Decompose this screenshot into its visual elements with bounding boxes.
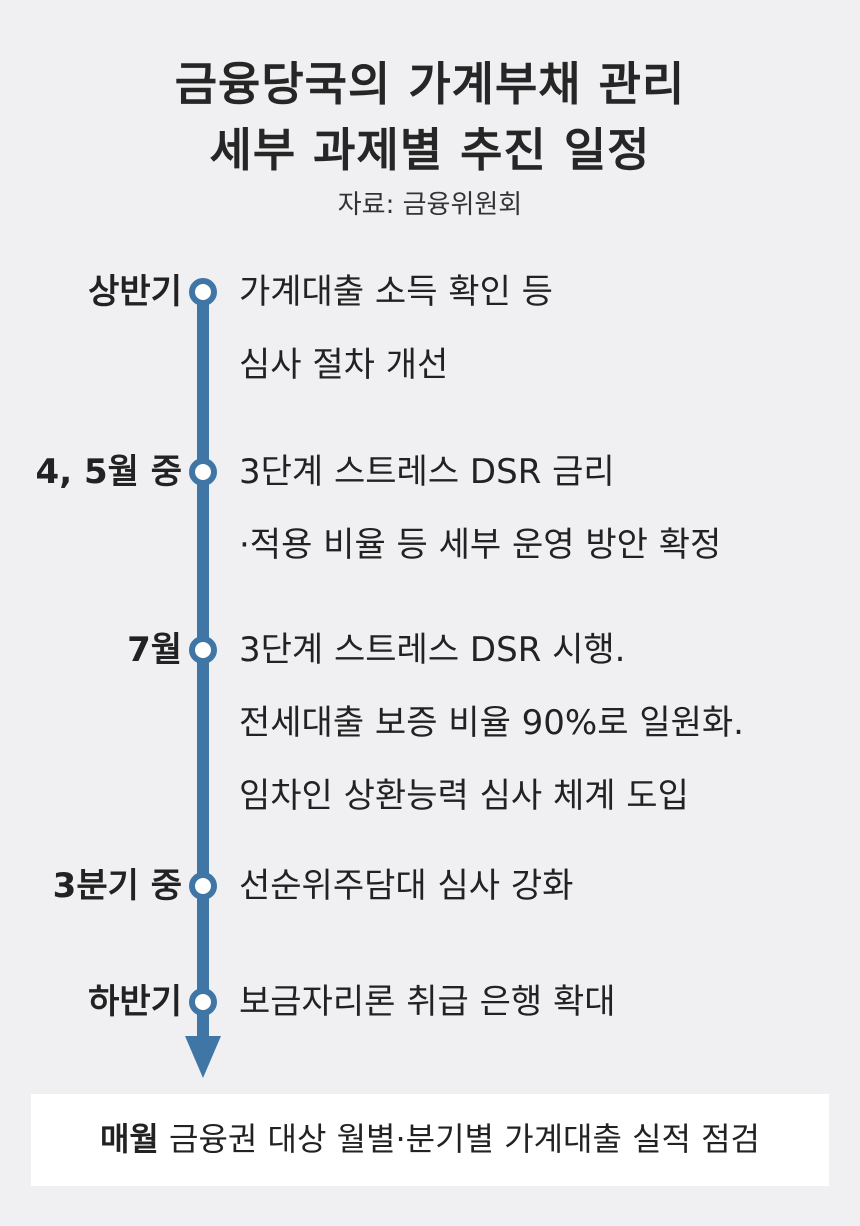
timeline-node <box>189 872 217 900</box>
monthly-description: 금융권 대상 월별·분기별 가계대출 실적 점검 <box>169 1120 760 1158</box>
event-description-line: 보금자리론 취급 은행 확대 <box>239 982 616 1022</box>
timeline-event-description: 선순위주담대 심사 강화 <box>239 866 573 906</box>
event-description-line: 선순위주담대 심사 강화 <box>239 866 574 906</box>
timeline-node <box>189 458 217 486</box>
event-description-line: 임차인 상환능력 심사 체계 도입 <box>239 776 689 816</box>
monthly-label: 매월 <box>99 1120 159 1158</box>
monthly-check-box: 매월 금융권 대상 월별·분기별 가계대출 실적 점검 <box>31 1094 829 1186</box>
event-description-line: ·적용 비율 등 세부 운영 방안 확정 <box>239 525 722 565</box>
chart-title-line-1: 금융당국의 가계부채 관리 <box>174 57 686 111</box>
timeline-node <box>189 988 217 1016</box>
timeline-arrowhead <box>185 1036 221 1078</box>
monthly-check-text: 매월 금융권 대상 월별·분기별 가계대출 실적 점검 <box>31 1119 829 1159</box>
source-caption: 자료: 금융위원회 <box>337 190 523 220</box>
event-description-line: 전세대출 보증 비율 90%로 일원화. <box>239 703 744 743</box>
timeline-node <box>189 636 217 664</box>
timeline-period-label: 3분기 중 <box>52 866 182 906</box>
timeline-event-description: 보금자리론 취급 은행 확대 <box>239 982 616 1022</box>
timeline-event-description: 3단계 스트레스 DSR 금리 ·적용 비율 등 세부 운영 방안 확정 <box>239 452 721 565</box>
event-description-line: 심사 절차 개선 <box>239 345 449 385</box>
timeline-event-description: 가계대출 소득 확인 등 심사 절차 개선 <box>239 272 553 385</box>
chart-title-line-2: 세부 과제별 추진 일정 <box>209 123 651 177</box>
timeline-period-label: 상반기 <box>88 272 182 312</box>
event-description-line: 3단계 스트레스 DSR 금리 <box>239 452 615 492</box>
event-description-line: 가계대출 소득 확인 등 <box>239 272 553 312</box>
timeline-period-label: 4, 5월 중 <box>35 452 182 492</box>
timeline-period-label: 7월 <box>127 630 182 670</box>
event-description-line: 3단계 스트레스 DSR 시행. <box>239 630 626 670</box>
timeline-node <box>189 278 217 306</box>
timeline-axis <box>197 290 209 1040</box>
timeline-event-description: 3단계 스트레스 DSR 시행. 전세대출 보증 비율 90%로 일원화. 임차… <box>239 630 744 816</box>
timeline-period-label: 하반기 <box>88 982 182 1022</box>
